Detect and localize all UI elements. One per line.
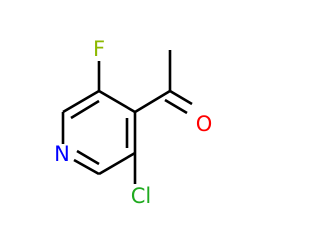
bond-c4-carbonyl — [134, 89, 171, 114]
bond-c3-c4 — [98, 89, 136, 114]
atom-label-nitrogen: N — [54, 142, 70, 166]
bond-c5-c6 — [98, 151, 136, 176]
bond-c6-n1 — [73, 158, 100, 176]
bond-carbonyl-oxygen — [169, 89, 193, 106]
atom-label-chlorine: Cl — [131, 184, 152, 208]
molecule-structure: F O N Cl — [54, 37, 213, 208]
bond-c2-c3-inner — [70, 99, 100, 120]
bond-c6-n1-inner — [76, 149, 100, 166]
bond-carbonyl-oxygen-second — [164, 98, 188, 115]
atom-label-oxygen: O — [196, 112, 213, 136]
atom-label-fluorine: F — [93, 37, 105, 61]
bond-c2-c3 — [62, 89, 100, 114]
